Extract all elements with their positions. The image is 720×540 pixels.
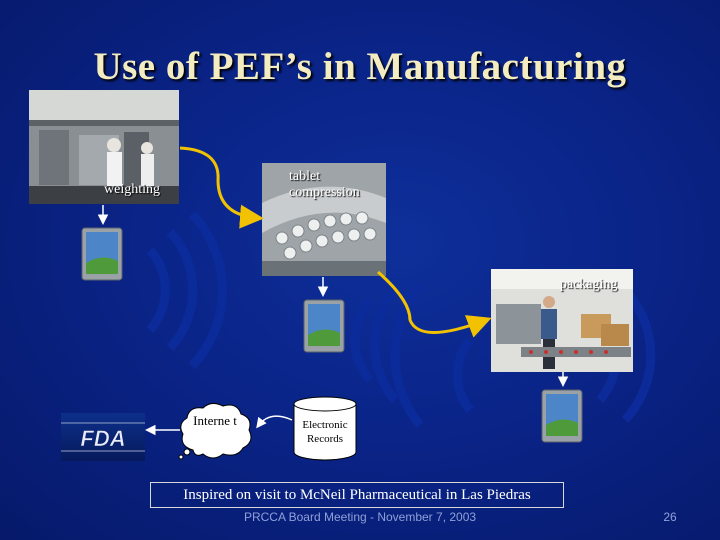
electronic-records-label: Electronic Records [302, 419, 348, 445]
packaging-photo [491, 269, 633, 372]
flow-arrow-compression-to-packaging [377, 270, 492, 338]
internet-label: Interne t [193, 413, 237, 428]
slide-title: Use of PEF’s in Manufacturing [93, 45, 627, 88]
weighting-label: weighting [104, 182, 160, 197]
connector-records-to-internet [256, 415, 293, 429]
inspiration-caption: Inspired on visit to McNeil Pharmaceutic… [150, 482, 564, 508]
handheld-device-icon [81, 227, 123, 281]
fda-logo-text: FDA [80, 426, 125, 451]
page-number: 26 [663, 510, 677, 524]
tablet-compression-photo [262, 163, 386, 276]
flow-arrow-weighting-to-compression [179, 146, 264, 229]
handheld-device-icon [303, 299, 345, 353]
database-cylinder-icon [293, 396, 357, 461]
footer-text: PRCCA Board Meeting - November 7, 2003 [243, 510, 477, 524]
packaging-label: packaging [560, 277, 618, 292]
tablet-compression-label: tablet compression [289, 169, 360, 200]
fda-logo: FDA [61, 413, 145, 461]
internet-cloud-icon [178, 402, 252, 460]
handheld-device-icon [541, 389, 583, 443]
weighting-photo [29, 90, 179, 204]
